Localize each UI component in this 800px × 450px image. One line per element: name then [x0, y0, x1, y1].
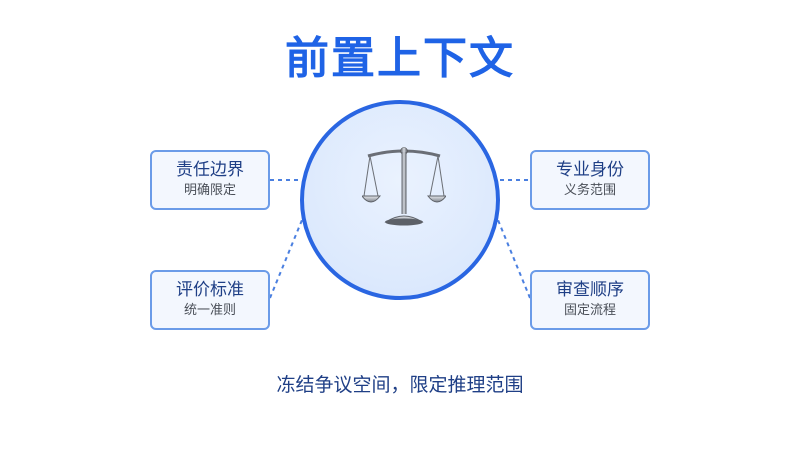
- box-subtitle: 统一准则: [183, 303, 236, 318]
- box-title: 专业身份: [556, 160, 624, 180]
- balance-scale-icon: [362, 147, 446, 226]
- box-professional-identity: 专业身份 义务范围: [530, 150, 650, 210]
- box-subtitle: 固定流程: [563, 303, 616, 318]
- box-evaluation-standard: 评价标准 统一准则: [150, 270, 270, 330]
- box-title: 评价标准: [176, 280, 244, 300]
- connector-left-bottom: [269, 219, 303, 299]
- box-title: 审查顺序: [556, 280, 624, 300]
- caption: 冻结争议空间，限定推理范围: [276, 374, 524, 396]
- connector-right-bottom: [497, 219, 531, 299]
- box-review-order: 审查顺序 固定流程: [530, 270, 650, 330]
- box-subtitle: 义务范围: [563, 183, 616, 198]
- box-responsibility-boundary: 责任边界 明确限定: [150, 150, 270, 210]
- box-title: 责任边界: [176, 160, 244, 180]
- center-circle: [300, 100, 500, 300]
- box-subtitle: 明确限定: [183, 183, 236, 198]
- page-title: 前置上下文: [285, 33, 515, 84]
